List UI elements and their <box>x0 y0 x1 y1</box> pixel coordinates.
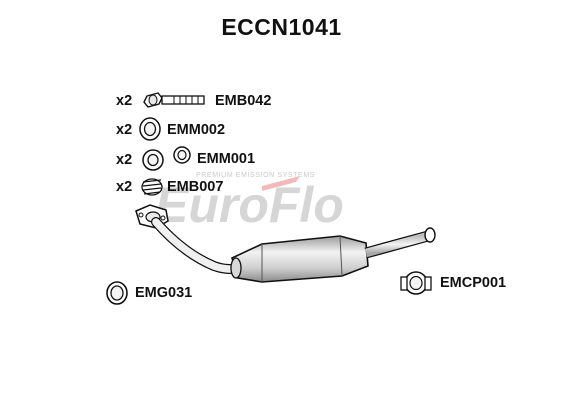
catalytic-converter-icon <box>230 235 369 283</box>
part-code-emb007: EMB007 <box>167 179 224 195</box>
part-code-emm001: EMM001 <box>197 151 256 167</box>
part-code-emcp001: EMCP001 <box>440 275 507 291</box>
part-code-emg031: EMG031 <box>135 285 193 301</box>
spring-icon <box>141 178 163 196</box>
rubber-mount-pair-icon <box>142 146 191 171</box>
rear-pipe <box>364 231 430 258</box>
part-qty: x2 <box>116 122 133 138</box>
part-qty: x2 <box>116 152 133 168</box>
watermark-brand: EuroFlo <box>155 177 344 233</box>
part-code-emm002: EMM002 <box>167 122 226 138</box>
part-number-title: ECCN1041 <box>221 14 342 40</box>
euroflo-watermark-logo: EuroFlo <box>155 176 344 233</box>
bolt-icon <box>143 92 205 108</box>
part-qty: x2 <box>116 93 133 109</box>
part-code-emb042: EMB042 <box>215 93 272 109</box>
watermark-swoosh <box>262 176 300 191</box>
part-qty: x2 <box>116 179 133 195</box>
gasket-ring-icon <box>106 281 128 305</box>
rear-pipe-end <box>424 227 436 243</box>
watermark-tagline: PREMIUM EMISSION SYSTEMS <box>196 172 316 179</box>
clamp-icon <box>400 271 432 295</box>
mounting-rubber-icon <box>139 117 161 141</box>
